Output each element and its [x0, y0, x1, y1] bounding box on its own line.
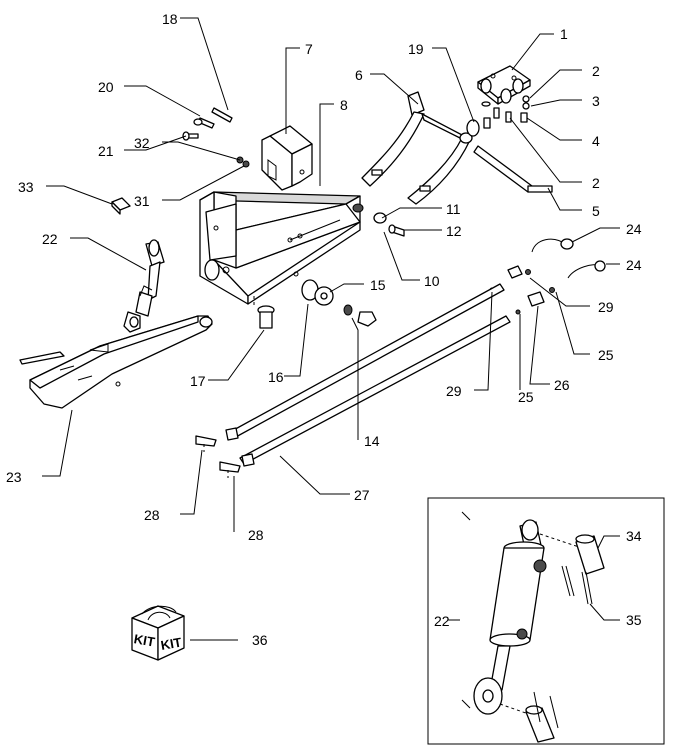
callout-25: 25	[598, 347, 614, 363]
callout-1: 1	[560, 26, 568, 42]
part-7-upper-bracket	[261, 125, 313, 191]
callout-19: 19	[408, 41, 424, 57]
part-36-kit-box: KIT KIT 36	[131, 605, 268, 661]
part-17-pin	[257, 305, 275, 329]
callout-26: 26	[554, 377, 570, 393]
callout-27: 27	[354, 487, 370, 503]
kit-label-right: KIT	[159, 634, 182, 652]
callout-25b: 25	[518, 389, 534, 405]
part-10-11-12-hardware	[352, 203, 405, 237]
part-6-rear-bracket	[361, 91, 473, 205]
part-8-main-frame	[199, 191, 361, 305]
callout-4: 4	[592, 133, 600, 149]
part-22-cylinder	[123, 239, 165, 333]
callout-22: 22	[42, 231, 58, 247]
part-24-hose-loops	[531, 238, 606, 279]
callout-2: 2	[592, 63, 600, 79]
callout-28: 28	[144, 507, 160, 523]
part-27-hoses	[225, 283, 511, 467]
part-33-nut	[111, 197, 131, 215]
part-1-mount-plate	[477, 65, 531, 105]
callout-3: 3	[592, 93, 600, 109]
part-19-bushing	[466, 119, 480, 137]
callout-36: 36	[252, 632, 268, 648]
part-18-20-21-31-32-bolts	[182, 107, 250, 168]
callout-34: 34	[626, 528, 642, 544]
callout-18: 18	[162, 11, 178, 27]
callout-11: 11	[446, 201, 461, 217]
callout-8: 8	[340, 97, 348, 113]
inset-detail: 22 34 35	[427, 497, 665, 745]
callout-22-inset: 22	[434, 613, 450, 629]
callout-10: 10	[424, 273, 440, 289]
callout-16: 16	[268, 369, 284, 385]
callout-labels: 1 2 3 4 2 5 6 7 8 10 11 12 14 15 16 17 1…	[6, 11, 642, 543]
part-23-base-arm	[19, 315, 213, 409]
part-28-clips	[195, 435, 241, 478]
callout-24: 24	[626, 221, 642, 237]
callout-29b: 29	[446, 383, 462, 399]
callout-35: 35	[626, 612, 642, 628]
callout-33: 33	[18, 179, 34, 195]
kit-label-left: KIT	[133, 631, 156, 649]
callout-2b: 2	[592, 175, 600, 191]
callout-23: 23	[6, 469, 22, 485]
callout-17: 17	[190, 373, 206, 389]
leader-lines	[42, 17, 620, 532]
callout-32: 32	[134, 135, 150, 151]
callout-15: 15	[370, 277, 386, 293]
callout-20: 20	[98, 79, 114, 95]
callout-28b: 28	[248, 527, 264, 543]
inset-frame	[427, 497, 665, 745]
callout-6: 6	[355, 67, 363, 83]
part-14-15-16-hardware	[301, 279, 377, 327]
callout-5: 5	[592, 203, 600, 219]
callout-12: 12	[446, 223, 462, 239]
callout-29: 29	[598, 299, 614, 315]
callout-24b: 24	[626, 257, 642, 273]
callout-14: 14	[364, 433, 380, 449]
part-5-pin-rod	[473, 145, 553, 193]
callout-7: 7	[305, 41, 313, 57]
callout-31: 31	[134, 193, 150, 209]
callout-21: 21	[98, 143, 114, 159]
part-2-3-4-hardware	[481, 95, 530, 129]
